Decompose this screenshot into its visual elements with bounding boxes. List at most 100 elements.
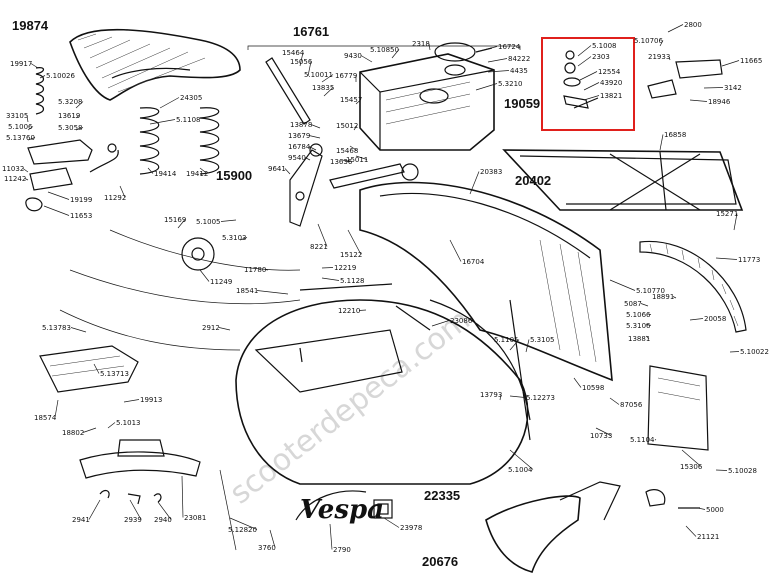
- part-number-label: 2318: [412, 40, 430, 48]
- part-number-label: 15457: [340, 96, 362, 104]
- part-number-label: 16858: [664, 131, 686, 139]
- group-label: 20402: [515, 173, 551, 188]
- group-label: 19059: [504, 96, 540, 111]
- leader-line: [70, 327, 87, 333]
- leader-line: [75, 115, 80, 119]
- part-number-label: 13619: [58, 112, 80, 120]
- part-number-label: 15056: [290, 58, 313, 66]
- leader-line: [509, 449, 534, 470]
- vespa-badge: Vespa: [295, 490, 384, 525]
- part-number-label: 16779: [335, 72, 357, 80]
- leader-line: [525, 339, 530, 353]
- leader-line: [360, 55, 373, 63]
- leader-line: [256, 290, 289, 295]
- part-number-label: 5.12820: [228, 526, 257, 534]
- leader-line: [721, 60, 740, 67]
- part-number-label: 20058: [704, 315, 726, 323]
- part-number-label: 5087: [624, 300, 642, 308]
- part-number-label: 5.1004: [508, 466, 533, 474]
- leader-line: [349, 145, 358, 151]
- leader-line: [449, 239, 462, 262]
- group-label: 22335: [424, 488, 460, 503]
- group-label: 16761: [293, 24, 329, 39]
- leader-line: [147, 167, 154, 174]
- group-label: 15900: [216, 168, 252, 183]
- part-number-label: 5.3105: [530, 336, 555, 344]
- leader-line: [75, 101, 84, 109]
- body-side-cowl: [235, 299, 531, 485]
- leader-line: [487, 58, 508, 63]
- leader-line: [347, 229, 362, 255]
- part-number-label: 5.1104: [630, 436, 655, 444]
- part-number-label: 84222: [508, 55, 530, 63]
- seat-assembly: [69, 28, 241, 101]
- part-number-label: 12210: [338, 307, 360, 315]
- group-labels: 19874 16761 15900 20402 19059 22335 2067…: [12, 18, 551, 569]
- part-number-label: 23086: [450, 317, 473, 325]
- leader-line: [667, 24, 684, 33]
- leader-line: [383, 517, 400, 528]
- part-number-label: 43920: [600, 79, 622, 87]
- part-number-label: 2303: [592, 53, 610, 61]
- leader-line: [321, 277, 340, 281]
- leader-line: [129, 499, 142, 520]
- leader-line: [284, 168, 291, 175]
- part-number-label: 11292: [104, 194, 126, 202]
- leader-line: [317, 223, 328, 247]
- part-number-label: 15012: [336, 122, 358, 130]
- part-number-label: 8221: [310, 243, 328, 251]
- part-number-label: 9430: [344, 52, 362, 60]
- part-number-label: 5.10770: [636, 287, 665, 295]
- leader-line: [54, 399, 59, 418]
- leader-line: [431, 320, 450, 327]
- part-number-label: 9540: [288, 154, 306, 162]
- part-number-label: 5.3106: [626, 322, 651, 330]
- leader-line: [689, 99, 708, 102]
- leader-line: [353, 125, 358, 131]
- leader-line: [26, 115, 29, 123]
- part-number-label: 4435: [510, 67, 528, 75]
- leader-line: [475, 83, 498, 91]
- part-number-label: 12219: [334, 264, 356, 272]
- leader-line: [149, 119, 176, 125]
- part-number-label: 33105: [6, 112, 28, 120]
- part-number-label: 24305: [180, 94, 202, 102]
- leader-line: [229, 517, 258, 530]
- part-number-label: 13679: [288, 132, 310, 140]
- leader-line: [668, 56, 671, 61]
- leader-line: [509, 395, 526, 398]
- part-number-label: 5.13760: [6, 134, 35, 142]
- part-number-label: 18946: [708, 98, 731, 106]
- part-number-label: 5.1105: [494, 336, 519, 344]
- highlighted-hardware: [563, 50, 599, 109]
- part-number-label: 2939: [124, 516, 142, 524]
- leader-line: [177, 219, 186, 229]
- leader-line: [43, 205, 70, 216]
- part-number-label: 18891: [652, 293, 674, 301]
- part-number-label: 5.3103: [222, 234, 247, 242]
- part-number-label: 19913: [140, 396, 162, 404]
- leader-line: [47, 191, 70, 200]
- part-number-label: 19412: [186, 170, 208, 178]
- part-number-label: 21121: [697, 533, 719, 541]
- part-number-label: 16784: [288, 143, 311, 151]
- part-number-label: 20383: [480, 168, 502, 176]
- small-clips: [99, 489, 162, 505]
- part-number-label: 13835: [312, 84, 334, 92]
- leader-line: [239, 237, 248, 241]
- leader-line: [93, 363, 100, 374]
- leader-line: [82, 427, 97, 433]
- leader-line: [672, 296, 677, 299]
- leader-line: [469, 171, 480, 195]
- part-number-label: 10598: [582, 384, 604, 392]
- leader-line: [645, 323, 652, 326]
- leader-line: [729, 351, 740, 353]
- part-number-label: 5000: [706, 506, 724, 514]
- leader-line: [703, 87, 724, 89]
- part-number-label: 11665: [740, 57, 762, 65]
- leader-line: [689, 318, 704, 321]
- leader-line: [577, 45, 592, 57]
- leader-line: [107, 422, 116, 429]
- part-number-label: 15468: [336, 147, 358, 155]
